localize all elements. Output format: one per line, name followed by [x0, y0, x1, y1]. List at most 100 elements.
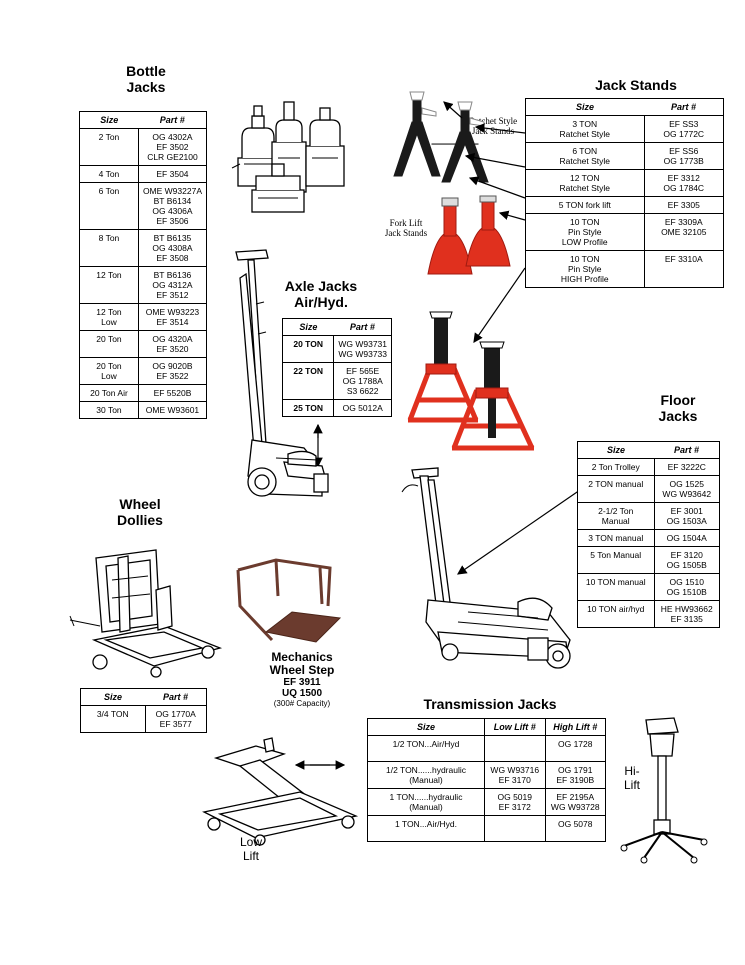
cell-line: 2 TON manual: [588, 479, 644, 489]
cell-line: OG 1791: [558, 765, 593, 775]
col-size-header: Size: [367, 718, 485, 736]
bottle-jacks-illustration: [231, 101, 345, 213]
cell-line: EF 3120: [670, 550, 703, 560]
cell-line: HE HW93662: [660, 604, 713, 614]
col-high-lift-header: High Lift #: [545, 718, 606, 736]
cell-line: 12 Ton: [96, 307, 122, 317]
ratchet-stands-label: Ratchet Style Jack Stands: [468, 116, 518, 136]
size-cell: 20 TON: [282, 335, 335, 363]
cell-line: EF 3522: [156, 371, 189, 381]
cell-line: Ratchet Style: [559, 129, 611, 139]
col-part-header: Part #: [145, 688, 207, 706]
cell-line: 1/2 TON...Air/Hyd: [392, 739, 460, 749]
cell-line: 3 TON manual: [588, 533, 644, 543]
cell-line: 10 TON: [570, 217, 600, 227]
cell-line: EF 3135: [670, 614, 703, 624]
cell-line: EF 3170: [498, 775, 531, 785]
cell-line: EF 565E: [346, 366, 380, 376]
cell-line: Pin Style: [567, 227, 602, 237]
size-cell: 3 TON manual: [577, 529, 655, 547]
low-lift-cell: [484, 815, 546, 842]
cell-line: OG 5078: [558, 819, 593, 829]
cell-line: EF 3502: [156, 142, 189, 152]
floor-jacks-title: Floor Jacks: [658, 392, 698, 424]
cell-line: EF SS6: [669, 146, 699, 156]
cell-line: WG W93642: [662, 489, 712, 499]
cell-line: 22 TON: [293, 366, 323, 376]
cell-line: Manual: [601, 516, 630, 526]
cell-line: EF 3305: [667, 200, 700, 210]
cell-line: OG 5012A: [342, 403, 383, 413]
cell-line: 12 Ton: [96, 270, 122, 280]
size-cell: 1 TON...Air/Hyd.: [367, 815, 485, 842]
cell-line: WG W93728: [550, 802, 600, 812]
high-lift-cell: OG 1728: [545, 735, 606, 762]
size-cell: 2 Ton Trolley: [577, 458, 655, 476]
part-number-cell: OG 1504A: [654, 529, 720, 547]
cell-line: EF 3310A: [664, 254, 703, 264]
cell-line: 6 TON: [572, 146, 598, 156]
cell-line: OME 32105: [661, 227, 707, 237]
cell-line: OG 4302A: [152, 132, 193, 142]
size-cell: 10 TON manual: [577, 573, 655, 601]
cell-line: OG 1728: [558, 739, 593, 749]
cell-line: Ratchet Style: [559, 156, 611, 166]
size-cell: 5 TON fork lift: [525, 196, 645, 214]
cell-line: OG 1510: [669, 577, 705, 587]
cell-line: OG 1504A: [666, 533, 707, 543]
cell-line: 1 TON......hydraulic: [389, 792, 463, 802]
cell-line: 12 TON: [570, 173, 600, 183]
wheel-step-caption: Mechanics Wheel Step EF 3911 UQ 1500 (30…: [269, 650, 335, 709]
cell-line: OG 4320A: [152, 334, 193, 344]
cell-line: WG W93731: [338, 339, 387, 349]
part-number-cell: OG 5012A: [333, 399, 392, 417]
wheel-dollies-title: Wheel Dollies: [117, 496, 163, 528]
part-number-cell: EF 3222C: [654, 458, 720, 476]
high-lift-cell: OG 5078: [545, 815, 606, 842]
cell-line: OG 9020B: [152, 361, 193, 371]
cell-line: S3 6622: [346, 386, 379, 396]
pin-style-stands-illustration: [407, 311, 535, 451]
size-cell: 2 Ton: [79, 128, 139, 166]
cell-line: LOW Profile: [561, 237, 608, 247]
size-cell: 20 Ton Air: [79, 384, 139, 402]
cell-line: 20 TON: [293, 339, 323, 349]
cell-line: EF 3512: [156, 290, 189, 300]
axle-jacks-title: Axle Jacks Air/Hyd.: [284, 278, 358, 310]
cell-line: EF 3309A: [664, 217, 703, 227]
table-row: 1 TON...Air/Hyd. OG 5078: [367, 815, 606, 842]
cell-line: OG 1505B: [666, 560, 707, 570]
size-cell: 25 TON: [282, 399, 335, 417]
table-row: 5 TON fork lift EF 3305: [525, 196, 724, 214]
cell-line: 2 Ton Trolley: [591, 462, 640, 472]
part-number-cell: EF 3504: [138, 165, 207, 183]
size-cell: 1 TON......hydraulic(Manual): [367, 788, 485, 816]
